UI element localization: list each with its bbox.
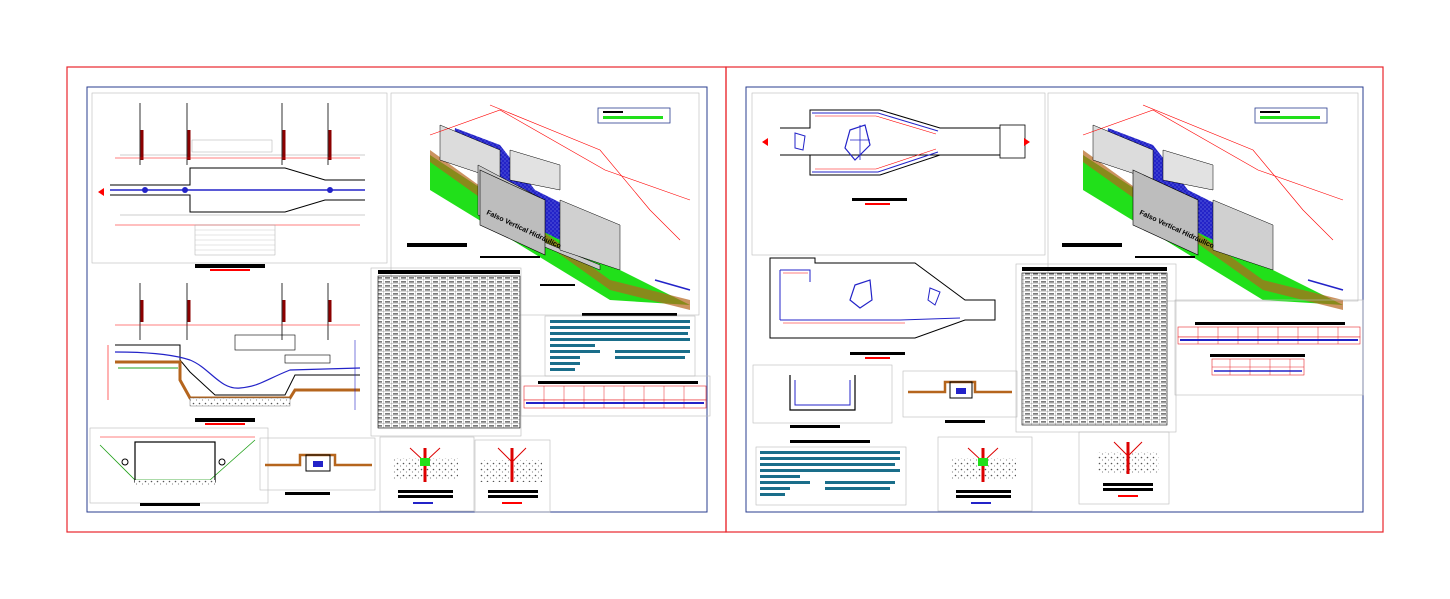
hydraulic-table bbox=[370, 267, 522, 437]
summary-table-2 bbox=[1174, 299, 1364, 396]
sheet-2-frame bbox=[745, 86, 1364, 513]
notes-block bbox=[544, 313, 696, 377]
sheet-1-frame bbox=[86, 86, 708, 513]
bottom-details-2 bbox=[752, 364, 1170, 512]
sheet-2: Falso Vertical Hidráulico bbox=[725, 66, 1384, 533]
reinforcement-plan bbox=[751, 92, 1046, 359]
isometric-view: Falso Vertical Hidráulico bbox=[390, 92, 700, 316]
longitudinal-section bbox=[107, 283, 361, 425]
sheet-2-border bbox=[725, 66, 1384, 533]
isometric-view-2: Falso Vertical Hidráulico bbox=[1047, 92, 1359, 310]
hydraulic-table-2 bbox=[1015, 263, 1177, 433]
plan-view bbox=[91, 92, 388, 271]
bottom-details bbox=[89, 427, 551, 513]
sheet-1: Falso Vertical Hidráulico bbox=[66, 66, 727, 533]
summary-table bbox=[520, 375, 711, 417]
